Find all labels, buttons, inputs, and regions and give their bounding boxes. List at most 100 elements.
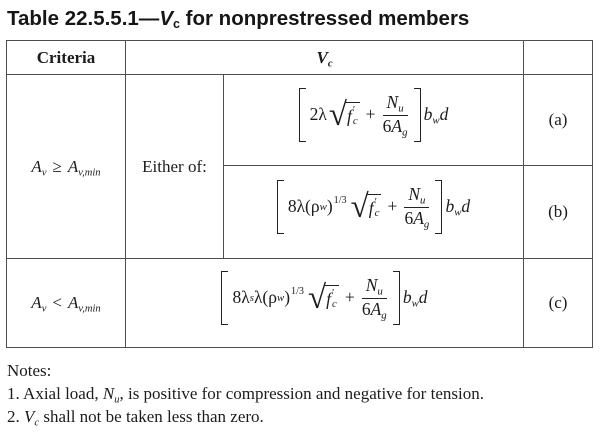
- sub-g: g: [381, 309, 387, 322]
- den-coeff: 6: [404, 208, 414, 228]
- right-bracket-icon: [435, 180, 443, 234]
- var-d: d: [439, 104, 449, 125]
- header-vc-sub: c: [327, 57, 333, 69]
- label-c-cell: (c): [523, 258, 593, 348]
- header-criteria: Criteria: [6, 40, 126, 75]
- var-f: f: [326, 288, 331, 309]
- sub-c: c: [352, 115, 358, 128]
- title-suffix: for nonprestressed members: [179, 7, 470, 30]
- sub-c: c: [374, 207, 380, 220]
- fraction-nu-6ag: Nu 6Ag: [382, 92, 408, 139]
- left-bracket-icon: [221, 271, 229, 325]
- sub-vmin: v,min: [78, 303, 101, 315]
- sub-g: g: [402, 126, 408, 139]
- sub-w: w: [432, 114, 440, 127]
- note-1-post: , is positive for compression and negati…: [119, 384, 484, 403]
- fraction-numerator: Nu: [404, 184, 430, 208]
- right-bracket-icon: [392, 271, 400, 325]
- right-bracket-icon: [413, 88, 421, 142]
- fraction-nu-6ag: Nu 6Ag: [361, 275, 387, 322]
- var-f: f: [368, 197, 374, 218]
- radicand-fc: f′c: [324, 284, 339, 311]
- var-A: A: [370, 299, 382, 319]
- formula-c-label: (c): [548, 293, 568, 312]
- title-prefix: Table 22.5.5.1—: [7, 7, 160, 30]
- notes-heading: Notes:: [7, 359, 614, 382]
- sub-u: u: [420, 194, 426, 207]
- table-title: Table 22.5.5.1—Vc for nonprestressed mem…: [7, 7, 614, 31]
- var-N: N: [386, 92, 399, 113]
- left-bracket-icon: [276, 180, 284, 234]
- note-1-pre: 1. Axial load,: [7, 384, 103, 403]
- sub-g: g: [423, 218, 430, 231]
- var-f: f: [346, 105, 352, 126]
- var-Nu: N: [102, 384, 115, 403]
- criteria-cell-av-ge-avmin: Av≥Av,min: [6, 74, 126, 259]
- note-2-pre: 2.: [7, 407, 24, 426]
- plus-operator: +: [387, 196, 398, 217]
- ge-operator: ≥: [52, 156, 62, 176]
- bwd-suffix: bwd: [402, 287, 428, 310]
- var-Av: A: [31, 156, 42, 176]
- sqrt-term: √ f′c: [350, 188, 382, 225]
- prime-sub-stack: ′c: [352, 104, 358, 128]
- left-bracket-icon: [298, 88, 306, 142]
- sub-w: w: [411, 297, 419, 310]
- formula-a-cell: 2λ √ f′c + Nu 6Ag bwd: [223, 74, 524, 166]
- sub-c: c: [34, 417, 40, 429]
- sub-w: w: [454, 206, 462, 219]
- lt-operator: <: [52, 293, 62, 312]
- radical-icon: √: [350, 188, 369, 225]
- close-paren: ): [326, 196, 333, 217]
- label-a-cell: (a): [523, 74, 593, 166]
- var-d: d: [461, 196, 471, 217]
- sub-v: v: [41, 303, 47, 315]
- formula-c-coeff2: λ(ρ: [253, 287, 277, 308]
- either-of-cell: Either of:: [125, 74, 224, 259]
- var-N: N: [365, 275, 378, 296]
- formula-b-coeff: 8λ(ρ: [287, 196, 320, 217]
- formula-c-coeff: 8λ: [232, 287, 250, 308]
- den-coeff: 6: [382, 116, 392, 136]
- fraction-numerator: Nu: [361, 275, 387, 299]
- sqrt-term: √ f′c: [328, 96, 360, 133]
- prime-mark: ′: [352, 104, 356, 117]
- bwd-suffix: bwd: [423, 104, 449, 127]
- header-vc-var: V: [316, 47, 328, 67]
- title-vc-var: V: [159, 7, 173, 30]
- var-A: A: [413, 208, 424, 228]
- radicand-fc: f′c: [366, 193, 382, 220]
- formula-b-label: (b): [548, 202, 568, 221]
- sub-u: u: [377, 285, 383, 298]
- var-b: b: [445, 196, 455, 217]
- criteria-cell-av-lt-avmin: Av<Av,min: [6, 258, 126, 348]
- var-d: d: [418, 287, 428, 308]
- radical-icon: √: [328, 96, 347, 133]
- fraction-nu-6ag: Nu 6Ag: [404, 184, 430, 231]
- radical-icon: √: [308, 279, 327, 316]
- var-N: N: [408, 184, 421, 205]
- fraction-denominator: 6Ag: [382, 116, 408, 139]
- label-b-cell: (b): [523, 165, 593, 259]
- prime-mark: ′: [332, 287, 335, 300]
- sub-u: u: [398, 102, 404, 115]
- var-b: b: [402, 287, 412, 308]
- fraction-denominator: 6Ag: [361, 299, 387, 322]
- note-2: 2. Vc shall not be taken less than zero.: [7, 405, 614, 428]
- bwd-suffix: bwd: [445, 196, 471, 219]
- var-b: b: [423, 104, 433, 125]
- document-page: Table 22.5.5.1—Vc for nonprestressed mem…: [6, 7, 614, 428]
- var-Vc: V: [24, 407, 35, 426]
- plus-operator: +: [344, 287, 355, 308]
- radicand-fc: f′c: [344, 101, 360, 128]
- den-coeff: 6: [361, 299, 371, 319]
- prime-sub-stack: ′c: [332, 287, 337, 311]
- var-Av: A: [31, 293, 42, 312]
- fraction-denominator: 6Ag: [404, 208, 430, 231]
